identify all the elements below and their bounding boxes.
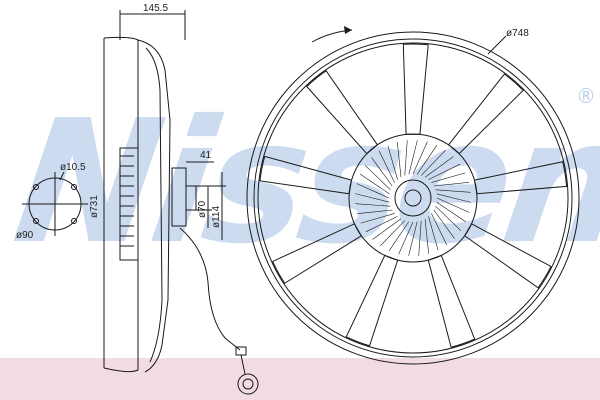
fan-dia-leader xyxy=(487,35,507,55)
registered-mark: ® xyxy=(576,84,596,108)
clutch-fin xyxy=(388,221,410,252)
connector-pin xyxy=(242,378,254,390)
sensor-cable xyxy=(179,227,241,351)
clutch-fin xyxy=(404,140,408,176)
hub-center xyxy=(394,179,432,217)
clutch-fin xyxy=(357,209,393,214)
front-view: ø748 xyxy=(246,26,580,365)
clutch-fin xyxy=(378,150,395,183)
bolt-pattern-view: ø10.5 ø90 xyxy=(16,162,88,241)
clutch-fin xyxy=(359,173,390,195)
fan-blade xyxy=(427,254,476,348)
clutch-fin xyxy=(418,220,422,256)
clutch-fin xyxy=(416,144,438,175)
clutch-fin xyxy=(380,220,406,247)
fan-blade xyxy=(259,155,353,195)
hub-bore xyxy=(404,189,422,207)
blade-profile-inner xyxy=(145,47,163,363)
hub-spigot xyxy=(185,185,197,211)
clutch-fin xyxy=(435,205,462,231)
fan-blade xyxy=(402,43,429,135)
connector-lead xyxy=(240,354,246,375)
clutch-fin xyxy=(355,203,391,207)
footer-band xyxy=(0,358,600,400)
clutch-fin xyxy=(397,142,402,178)
hole-leader xyxy=(59,171,65,181)
clutch-fin xyxy=(365,216,398,233)
clutch-fin xyxy=(372,218,402,240)
fan-blade xyxy=(345,254,399,347)
clutch-fin xyxy=(433,209,455,239)
clutch-fin xyxy=(420,149,446,176)
shroud-inner-ring xyxy=(253,38,573,358)
clutch-fin xyxy=(431,172,466,183)
offset-label: 41 xyxy=(200,150,212,161)
clutch-fin xyxy=(364,165,391,191)
clutch-fin xyxy=(408,140,418,175)
hub-dia-label: ø70 xyxy=(197,200,208,218)
side-view: 145.5 41 xyxy=(89,3,259,395)
rotation-arrowhead xyxy=(344,26,352,34)
clutch-fin xyxy=(424,156,454,178)
clutch-fin xyxy=(431,213,448,246)
clutch-fin xyxy=(360,213,395,224)
connector-plug xyxy=(237,373,259,395)
clutch-fin xyxy=(435,189,471,193)
clutch-fin xyxy=(371,157,393,187)
depth-label: 145.5 xyxy=(143,3,168,14)
clutch-fin xyxy=(428,163,461,180)
clutch-fin xyxy=(408,221,418,256)
clutch-fin xyxy=(356,183,390,199)
clutch-fin xyxy=(398,221,414,255)
shroud-profile xyxy=(103,36,139,373)
bolt-hole xyxy=(33,218,39,224)
clutch-fin xyxy=(436,197,470,213)
clutch-fins xyxy=(120,155,134,247)
clutch-housing xyxy=(348,133,478,263)
clutch-fin xyxy=(412,141,428,175)
clutch-fin xyxy=(355,193,390,203)
clutch-body xyxy=(119,147,139,261)
hub-flange xyxy=(171,167,187,227)
shroud-dia-label: ø731 xyxy=(89,195,100,218)
pcd-label: ø90 xyxy=(16,230,34,241)
bolt-hole xyxy=(71,218,77,224)
fan-blade xyxy=(306,70,379,155)
clutch-fin xyxy=(433,182,469,187)
blade-tip-circle xyxy=(257,42,569,354)
fan-dia-label: ø748 xyxy=(506,28,529,39)
clutch-fin xyxy=(387,145,398,180)
shroud-outer-ring xyxy=(246,31,580,365)
hole-dia-label: ø10.5 xyxy=(60,162,86,173)
clutch-fin xyxy=(424,218,429,254)
blade-profile-outer xyxy=(137,39,171,373)
clutch-fin xyxy=(428,216,439,251)
clutch-fin xyxy=(436,201,467,223)
fan-blade xyxy=(463,223,552,289)
fan-blade xyxy=(272,223,363,284)
flange-dia-label: ø114 xyxy=(211,206,222,228)
fan-blade xyxy=(473,161,568,195)
fan-blade xyxy=(447,73,524,155)
clutch-fins-front xyxy=(355,140,471,256)
clutch-fin xyxy=(436,193,471,203)
bolt-hole xyxy=(71,184,77,190)
fan-blades xyxy=(259,43,568,348)
bolt-hole xyxy=(33,184,39,190)
